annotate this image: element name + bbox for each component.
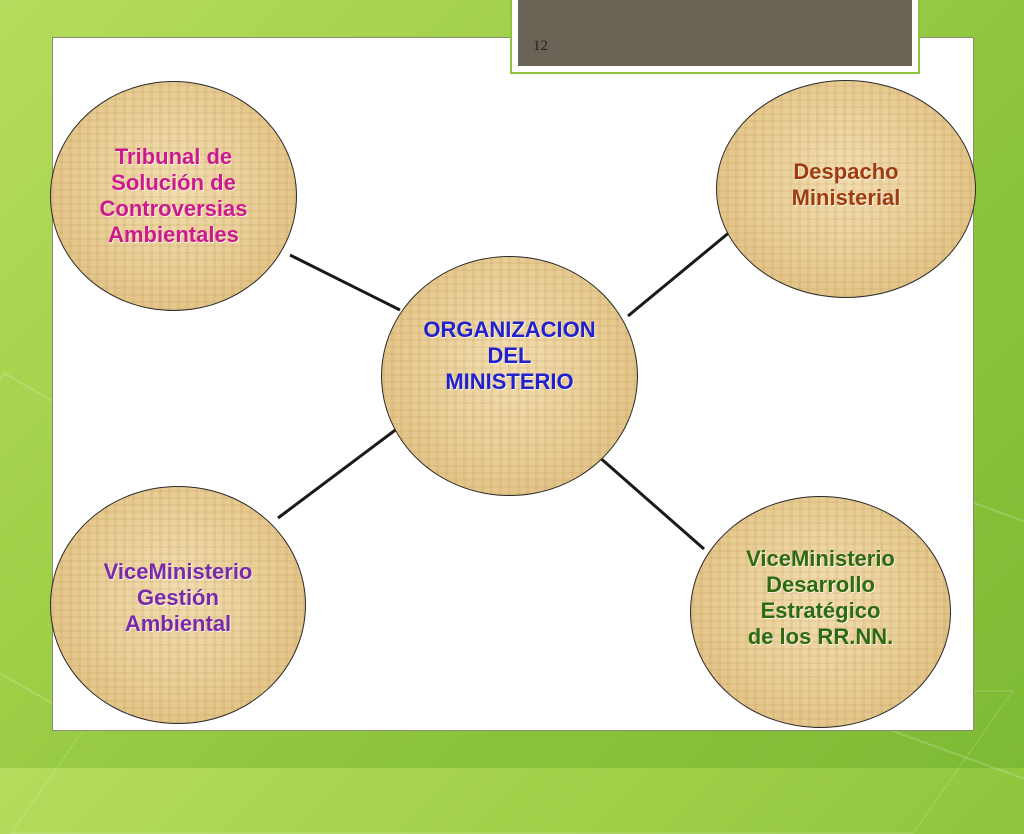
node-center: ORGANIZACION DEL MINISTERIO <box>381 256 638 496</box>
node-gestion: ViceMinisterio Gestión Ambiental <box>50 486 306 724</box>
slide-header-tab <box>510 0 920 74</box>
connector-lines <box>277 229 732 551</box>
node-center-label: ORGANIZACION DEL MINISTERIO <box>423 317 596 394</box>
page-number: 12 <box>533 38 548 54</box>
connector-tribunal <box>289 253 401 312</box>
connector-gestion <box>277 426 399 520</box>
node-despacho-label: Despacho Ministerial <box>791 159 901 210</box>
slide-header-band <box>518 0 912 66</box>
connector-desarrollo <box>597 454 705 551</box>
node-tribunal-label: Tribunal de Solución de Controversias Am… <box>99 144 248 247</box>
node-desarrollo-label: ViceMinisterio Desarrollo Estratégico de… <box>746 546 895 649</box>
connector-despacho <box>627 229 732 318</box>
node-tribunal: Tribunal de Solución de Controversias Am… <box>50 81 297 311</box>
node-desarrollo: ViceMinisterio Desarrollo Estratégico de… <box>690 496 951 728</box>
node-gestion-label: ViceMinisterio Gestión Ambiental <box>103 559 253 636</box>
node-despacho: Despacho Ministerial <box>716 80 976 298</box>
